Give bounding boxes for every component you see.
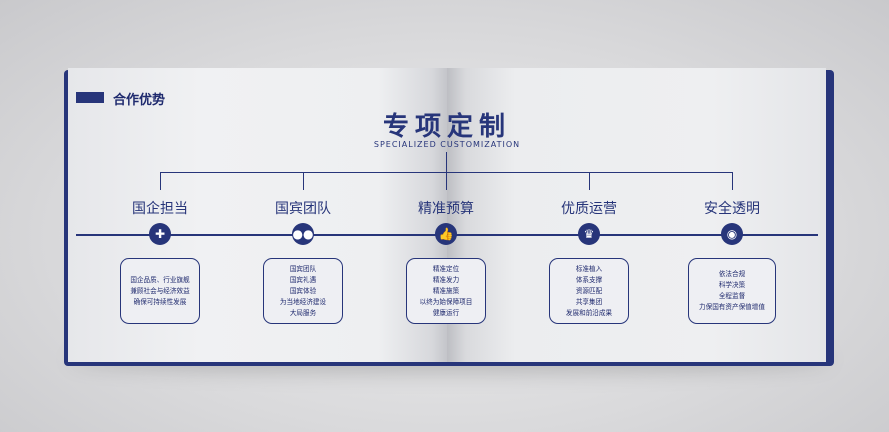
- subtitle: SPECIALIZED CUSTOMIZATION: [373, 140, 521, 149]
- thumbs-up-icon: 👍: [435, 223, 457, 245]
- list-item: 共享集团: [575, 297, 603, 306]
- list-item: 资源匹配: [575, 286, 603, 295]
- list-item: 全程监督: [718, 292, 746, 300]
- list-item: 以终为始保障项目: [419, 297, 473, 306]
- list-item: 国宾体验: [289, 286, 317, 295]
- list-item: 国宾礼遇: [289, 275, 317, 284]
- category-label-anquan: 安全透明: [704, 201, 760, 217]
- category-box-anquan: 依法合规 科学决策 全程监督 力保国有资产保值增值: [688, 258, 776, 324]
- connector-trunk: [446, 152, 447, 172]
- list-item: 精准定位: [432, 264, 460, 273]
- list-item: 国企品质、行业旗舰: [130, 275, 190, 284]
- list-item: 兼顾社会与经济效益: [130, 286, 190, 295]
- connector-drop-2: [303, 172, 304, 190]
- open-brochure: 合作优势 专项定制 SPECIALIZED CUSTOMIZATION 国企担当…: [68, 68, 826, 362]
- category-box-guoqi: 国企品质、行业旗舰 兼顾社会与经济效益 确保可持续性发展: [120, 258, 200, 324]
- list-item: 国宾团队: [289, 264, 317, 273]
- shield-plus-icon: ✚: [149, 223, 171, 245]
- connector-drop-3: [446, 172, 447, 190]
- main-title: 专项定制: [382, 112, 511, 142]
- list-item: 健康运行: [432, 308, 460, 317]
- section-title-bar: [76, 92, 104, 103]
- connector-drop-5: [732, 172, 733, 190]
- category-box-youzhi: 标准植入 体系支撑 资源匹配 共享集团 发展和前沿成果: [549, 258, 629, 324]
- section-title: 合作优势: [113, 93, 166, 108]
- team-icon: ●●: [292, 223, 314, 245]
- eye-icon: ◉: [721, 223, 743, 245]
- list-item: 精准发力: [432, 275, 460, 284]
- list-item: 为当地经济建设: [279, 297, 327, 306]
- list-item: 体系支撑: [575, 275, 603, 284]
- list-item: 标准植入: [575, 264, 603, 273]
- list-item: 确保可持续性发展: [133, 297, 187, 306]
- list-item: 大局服务: [289, 308, 317, 317]
- list-item: 科学决策: [718, 281, 746, 289]
- category-label-guobin: 国宾团队: [275, 201, 331, 217]
- list-item: 依法合规: [718, 270, 746, 278]
- category-label-guoqi: 国企担当: [132, 201, 188, 217]
- connector-drop-1: [160, 172, 161, 190]
- category-box-guobin: 国宾团队 国宾礼遇 国宾体验 为当地经济建设 大局服务: [263, 258, 343, 324]
- list-item: 力保国有资产保值增值: [699, 303, 765, 311]
- list-item: 发展和前沿成果: [565, 308, 613, 317]
- category-box-jingzhun: 精准定位 精准发力 精准施策 以终为始保障项目 健康运行: [406, 258, 486, 324]
- trophy-icon: ♛: [578, 223, 600, 245]
- connector-drop-4: [589, 172, 590, 190]
- list-item: 精准施策: [432, 286, 460, 295]
- category-label-jingzhun: 精准预算: [418, 201, 474, 217]
- category-label-youzhi: 优质运营: [561, 201, 617, 217]
